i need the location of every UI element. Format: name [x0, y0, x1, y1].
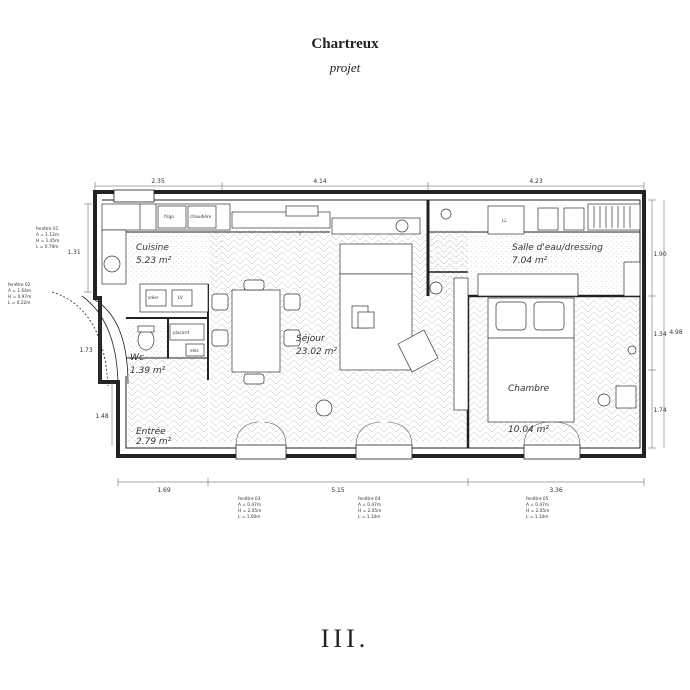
dim-top-2: 4.14	[313, 178, 327, 185]
sink-right	[563, 207, 585, 231]
window-spec-01: fenêtre 01 A = 1.12m H = 1.45m L = 0.79m	[36, 225, 59, 250]
svg-text:H = 2.05m: H = 2.05m	[238, 508, 261, 514]
svg-text:fenêtre 03: fenêtre 03	[238, 495, 261, 502]
svg-text:L = 1.10m: L = 1.10m	[358, 514, 380, 520]
label-ll: LL	[502, 218, 507, 224]
armchair	[397, 329, 439, 373]
room-entree-name: Entrée	[136, 426, 166, 437]
boiler	[187, 205, 217, 229]
room-chambre-area: 10.04 m²	[508, 425, 549, 435]
bathroom	[429, 203, 641, 297]
electric-panel	[185, 343, 205, 357]
label-sdier: sdier	[148, 295, 159, 301]
closet	[169, 323, 205, 341]
svg-text:H = 1.45m: H = 1.45m	[36, 238, 59, 244]
doors	[235, 421, 581, 447]
svg-text:H = 0.97m: H = 0.97m	[8, 294, 31, 300]
label-elec: elec	[190, 348, 199, 354]
svg-text:fenêtre 05: fenêtre 05	[526, 495, 549, 502]
room-sejour-area: 23.02 m²	[296, 347, 337, 357]
window-05	[523, 444, 581, 460]
room-salle-area: 7.04 m²	[512, 256, 548, 266]
room-salle-name: Salle d'eau/dressing	[512, 243, 603, 253]
label-chaudiere: chaudière	[190, 213, 212, 220]
dim-left-2: 1.73	[79, 347, 93, 354]
window-openings	[113, 189, 581, 460]
sink-left	[537, 207, 559, 231]
washer-ll	[487, 205, 525, 235]
plant	[315, 399, 333, 417]
room-entree-area: 2.79 m²	[136, 437, 172, 447]
dim-right-3: 1.74	[653, 407, 667, 414]
shower	[440, 208, 452, 220]
toilet	[137, 329, 155, 351]
entree-floor	[128, 356, 208, 442]
window-spec-04: fenêtre 04 A = 0.47m H = 2.05m L = 1.10m	[358, 495, 381, 520]
room-chambre-name: Chambre	[508, 384, 550, 394]
dining-table	[231, 289, 281, 373]
dim-top-3: 4.23	[529, 178, 543, 185]
dim-top-1: 2.35	[151, 178, 165, 185]
svg-text:L = 0.79m: L = 0.79m	[36, 244, 58, 250]
sofa	[339, 243, 413, 275]
dim-bottom-2: 5.15	[331, 487, 345, 494]
bay-window	[51, 291, 129, 389]
svg-text:fenêtre 02: fenêtre 02	[8, 281, 31, 288]
wc	[137, 325, 155, 351]
bathroom-sink	[429, 281, 443, 295]
svg-text:A = 1.64m: A = 1.64m	[8, 288, 31, 294]
svg-text:H = 2.05m: H = 2.05m	[526, 508, 549, 514]
svg-text:A = 0.47m: A = 0.47m	[526, 502, 549, 508]
window-spec-03: fenêtre 03 A = 0.47m H = 2.05m L = 1.00m	[238, 495, 261, 520]
svg-text:fenêtre 01: fenêtre 01	[36, 225, 59, 232]
window-03	[235, 444, 287, 460]
room-wc-area: 1.39 m²	[130, 366, 166, 376]
dim-right-1: 1.90	[653, 251, 667, 258]
dim-right-total: 4.98	[669, 329, 683, 336]
svg-text:L = 1.10m: L = 1.10m	[526, 514, 548, 520]
label-frigo: frigo	[164, 214, 174, 220]
dim-bottom-1: 1.69	[157, 487, 171, 494]
page-subtitle: projet	[329, 60, 361, 75]
living-furniture	[315, 243, 469, 417]
fridge	[157, 205, 187, 229]
window-spec-02: fenêtre 02 A = 1.64m H = 0.97m L = 0.22m	[8, 281, 31, 306]
svg-text:A = 0.47m: A = 0.47m	[358, 502, 381, 508]
room-wc-name: Wc	[130, 353, 144, 363]
svg-text:H = 2.05m: H = 2.05m	[358, 508, 381, 514]
room-cuisine-area: 5.23 m²	[136, 256, 172, 266]
svg-text:A = 1.12m: A = 1.12m	[36, 232, 59, 238]
svg-text:L = 1.00m: L = 1.00m	[238, 514, 260, 520]
room-cuisine-name: Cuisine	[136, 243, 169, 253]
page-title: Chartreux	[311, 36, 379, 52]
label-placard: placard	[173, 330, 189, 336]
dim-left-1: 1.31	[67, 249, 81, 256]
desk	[615, 385, 637, 409]
window-01	[113, 189, 155, 203]
bedroom	[487, 297, 637, 423]
washing-machine	[171, 289, 193, 307]
dressing-rack	[587, 203, 641, 231]
svg-text:L = 0.22m: L = 0.22m	[8, 300, 30, 306]
brand-logo: III.	[320, 624, 370, 653]
window-spec-05: fenêtre 05 A = 0.47m H = 2.05m L = 1.10m	[526, 495, 549, 520]
dim-left-3: 1.48	[95, 413, 109, 420]
svg-text:A = 0.47m: A = 0.47m	[238, 502, 261, 508]
kitchen	[101, 203, 421, 357]
dryer	[145, 289, 167, 307]
svg-text:fenêtre 04: fenêtre 04	[358, 495, 381, 502]
dining-area	[211, 279, 301, 385]
bookshelf	[453, 277, 469, 411]
dimension-lines	[84, 182, 665, 486]
dim-right-2: 1.34	[653, 331, 667, 338]
window-04	[355, 444, 413, 460]
dim-bottom-3: 3.36	[549, 487, 563, 494]
label-lv: LV	[178, 295, 183, 301]
sink-kitchen	[103, 255, 121, 273]
rug	[339, 273, 413, 371]
room-sejour-name: Séjour	[296, 333, 326, 344]
